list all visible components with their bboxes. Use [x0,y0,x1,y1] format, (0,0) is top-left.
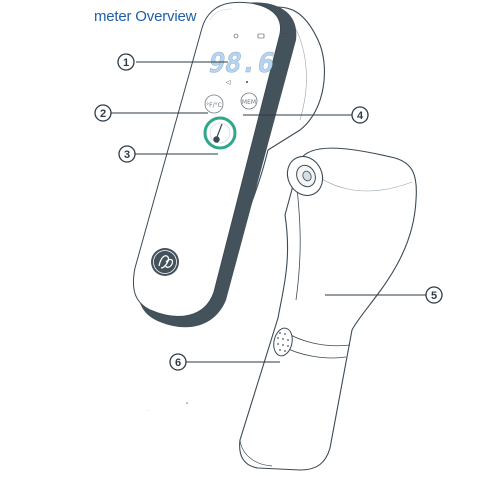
svg-text:°F/°C: °F/°C [206,102,222,109]
display-reading: 98.6 ◁ [205,48,278,86]
temperature-reading: 98.6 [206,48,278,79]
front-body [132,1,326,328]
callout-4: 4 [243,106,369,124]
rear-body [239,147,417,471]
callout-6: 6 [169,353,280,371]
battery-icon [257,33,265,39]
scan-button[interactable] [203,116,237,150]
battery-cover [273,327,293,357]
ge-logo [151,248,179,276]
page-title: meter Overview [94,8,197,25]
speck [186,402,188,404]
status-icons [233,33,290,39]
callout-4-label: 4 [357,110,364,122]
memory-button[interactable]: MEM [240,92,258,110]
wifi-icon [281,33,290,38]
svg-text:◁: ◁ [226,79,231,86]
callout-5: 5 [325,286,443,304]
callout-3: 3 [118,145,218,163]
speck [147,409,149,411]
callout-1: 1 [117,53,228,71]
thermometer-icon [213,123,223,143]
svg-text:MEM: MEM [242,99,256,106]
probe-lens [286,155,324,197]
callout-5-label: 5 [431,290,437,302]
callout-6-label: 6 [175,357,181,369]
callout-2: 2 [94,104,208,122]
callout-2-label: 2 [100,108,106,120]
callout-3-label: 3 [124,149,130,161]
mode-button[interactable]: °F/°C [204,94,224,114]
callout-1-label: 1 [123,57,129,69]
